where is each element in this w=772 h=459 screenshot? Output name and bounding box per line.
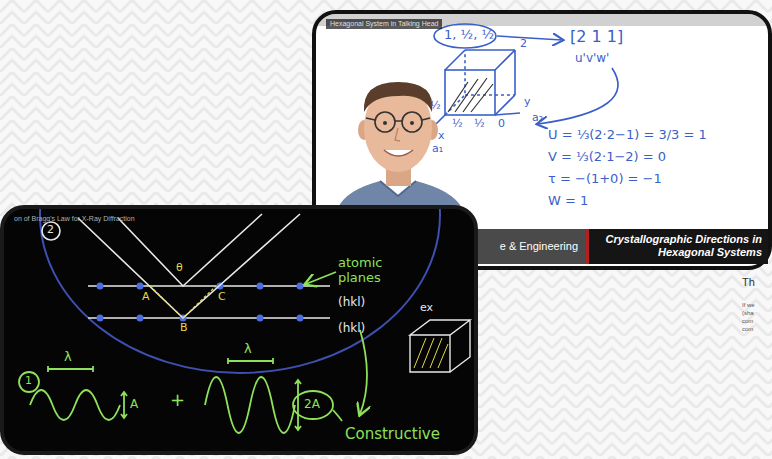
page-text: com: [742, 318, 753, 325]
cube-dimension: ½: [452, 118, 463, 131]
atom-dots: [297, 283, 304, 290]
presenter-figure: [375, 112, 395, 132]
presenter-figure: [364, 82, 432, 112]
miller-index: (hkl): [338, 322, 365, 336]
page-text: Th: [742, 276, 755, 289]
wave-sketches: [333, 410, 342, 421]
page-text: If we: [742, 302, 755, 309]
wave-sketches: [205, 377, 295, 433]
cube-dimension: ½: [430, 100, 441, 113]
wave-sketches: [360, 330, 367, 414]
blackboard-video: [40, 209, 440, 373]
wave-sketches: [19, 372, 39, 392]
axis-label: x: [438, 130, 445, 143]
crystal-box-sketch: [414, 338, 448, 368]
miller-index: (hkl): [338, 296, 365, 310]
atomic-plane-lines: [88, 286, 330, 318]
atom-dots: [137, 315, 144, 322]
channel-name: e & Engineering: [478, 229, 586, 265]
atom-dots: [257, 283, 264, 290]
cube-sketch: [445, 70, 495, 115]
x-ray-paths: [42, 214, 300, 318]
cube-sketch: [445, 50, 515, 115]
equation: W = 1: [548, 194, 588, 209]
equation: τ = −(1+0) = −1: [548, 172, 662, 187]
point-label: C: [218, 291, 226, 304]
atom-dots: [297, 315, 304, 322]
video-title: Hexagonal System in Talking Head: [326, 19, 442, 29]
x-ray-paths: [118, 214, 262, 286]
wave-sketches: [306, 272, 336, 284]
amplitude-label: A: [130, 398, 138, 412]
callout-number: 1: [25, 375, 32, 388]
plus-sign: +: [170, 390, 185, 411]
wave-sketches: [121, 392, 127, 418]
direction-index: u'v'w': [575, 52, 609, 66]
cube-sketch: [448, 78, 493, 112]
amplitude-label: 2A: [304, 398, 320, 412]
plane-label: atomic planes: [338, 256, 416, 286]
cube-dimension: ½: [474, 118, 485, 131]
blackboard-video: [2, 207, 476, 453]
point-label: A: [142, 291, 150, 304]
wave-sketches: [295, 380, 301, 430]
atomic-plane-lines: [88, 286, 330, 318]
cube-dimension: 2: [520, 38, 527, 51]
presenter-figure: [384, 150, 413, 156]
path-difference: [150, 286, 216, 318]
cube-sketch: [434, 24, 496, 48]
presenter-figure: [395, 128, 400, 141]
page-text: com: [742, 326, 753, 333]
callout-number: 2: [47, 224, 54, 237]
equation: V = ⅓(2·1−2) = 0: [548, 150, 666, 165]
direction-index: [2 1 1]: [570, 28, 623, 46]
cube-sketch: [445, 50, 515, 115]
atom-dots: [257, 315, 264, 322]
video-caption: Crystallographic Directions in Hexagonal…: [586, 229, 768, 265]
blackboard-video: [19, 209, 470, 433]
crystal-box-sketch: [410, 320, 470, 372]
wave-sketches: [48, 366, 93, 372]
x-ray-paths: [78, 214, 300, 318]
axis-label: y: [524, 96, 531, 109]
video-title: on of Bragg's Law for X-Ray Diffraction: [14, 215, 135, 222]
presenter-figure: [366, 118, 430, 121]
presenter-figure: [402, 112, 422, 132]
cube-sketch: [538, 68, 618, 124]
equation: U = ⅓(2·2−1) = 3/3 = 1: [548, 128, 707, 143]
whiteboard-note: 1, ½, ½: [444, 28, 494, 43]
cube-dimension: 0: [498, 118, 505, 131]
presenter-figure: [383, 121, 387, 125]
wave-sketches: [30, 390, 120, 420]
video-frame: on of Bragg's Law for X-Ray Diffraction: [2, 207, 476, 453]
blackboard-video: [2, 57, 476, 453]
cube-sketch: [497, 36, 562, 40]
wavelength-label: λ: [64, 350, 72, 365]
wave-sketches: [228, 358, 273, 364]
atom-dots: [137, 283, 144, 290]
page-text: (sha: [742, 310, 754, 317]
presenter-figure: [410, 121, 414, 125]
wavelength-label: λ: [244, 342, 252, 357]
x-ray-paths: [42, 222, 60, 240]
sketch-note: ex: [420, 302, 433, 315]
axis-label: a₂: [532, 112, 543, 125]
result-label: Constructive: [345, 426, 440, 443]
wave-sketches: [19, 272, 367, 433]
axis-label: a₁: [432, 143, 443, 156]
wave-sketches: [293, 391, 333, 419]
atom-dots: [97, 283, 104, 290]
caption-bar: e & EngineeringCrystallographic Directio…: [478, 229, 768, 265]
crystal-box-sketch: [410, 320, 470, 372]
atom-dots: [97, 315, 104, 322]
point-label: B: [180, 322, 188, 335]
angle-label: θ: [176, 262, 183, 275]
